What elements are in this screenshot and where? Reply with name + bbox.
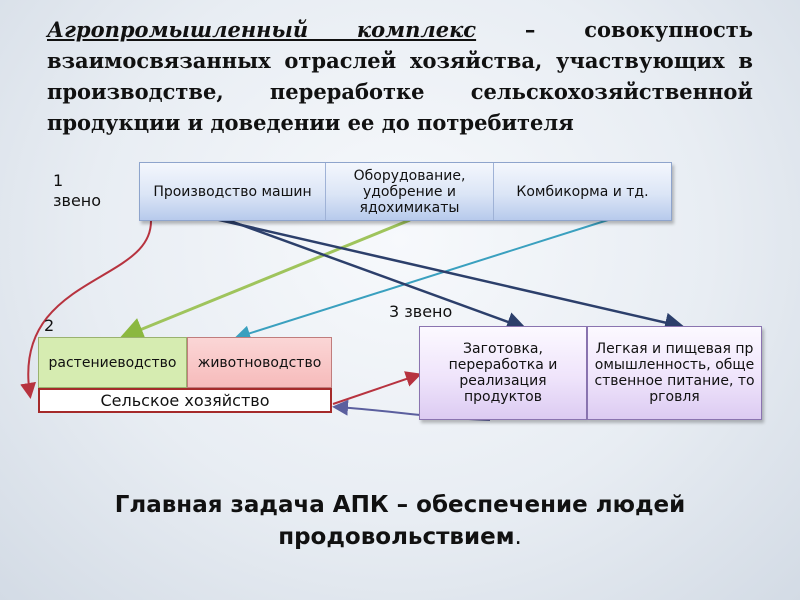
definition: Агропромышленный комплекс – совокупность… <box>47 14 753 138</box>
link3-item-procurement: Заготовка, переработка и реализация прод… <box>419 326 587 420</box>
definition-term: Агропромышленный комплекс <box>47 17 477 42</box>
conclusion: Главная задача АПК – обеспечение людей п… <box>40 489 760 553</box>
link2-item-livestock: животноводство <box>187 337 332 388</box>
link3-item-industry: Легкая и пищевая промышленность, обществ… <box>587 326 762 420</box>
definition-text: – совокупность взаимосвязанных отраслей … <box>47 17 753 135</box>
link1-item-equipment: Оборудование, удобрение и ядохимикаты <box>326 163 494 220</box>
link1-label: 1 звено <box>53 171 102 210</box>
arrow-machines-to-agriculture <box>20 211 153 399</box>
link1-row: Производство машин Оборудование, удобрен… <box>139 162 672 221</box>
agriculture-box: Сельское хозяйство <box>38 388 332 413</box>
link2-item-crops: растениеводство <box>38 337 187 388</box>
link1-item-machines: Производство машин <box>140 163 326 220</box>
arrow-machines-to-procurement <box>224 217 527 332</box>
conclusion-text: Главная задача АПК – обеспечение людей п… <box>114 492 686 550</box>
arrow-agriculture-to-procurement <box>332 371 422 405</box>
arrow-feed-to-livestock <box>234 219 609 342</box>
arrow-machines-to-industry <box>214 217 685 333</box>
link3-label: 3 звено <box>389 302 453 321</box>
link1-item-feed: Комбикорма и тд. <box>494 163 671 220</box>
conclusion-end: . <box>514 524 522 550</box>
arrow-equipment-to-crops <box>119 218 411 341</box>
